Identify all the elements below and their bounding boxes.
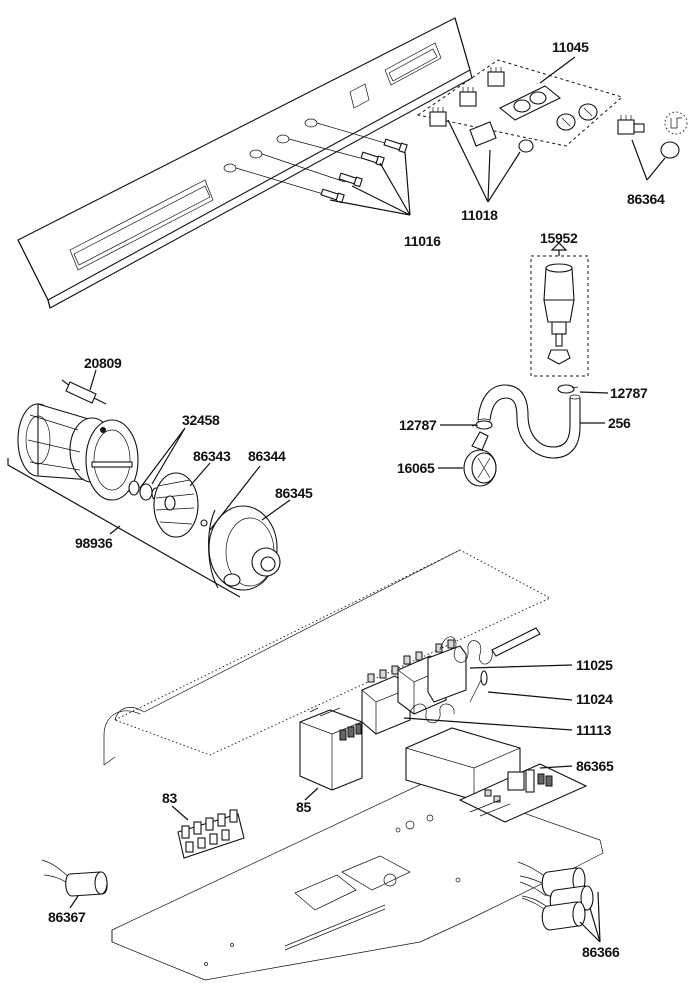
label-86365: 86365 bbox=[576, 758, 614, 774]
contactor-85 bbox=[299, 707, 363, 791]
hose-256 bbox=[477, 384, 581, 459]
pcb-86365 bbox=[405, 727, 588, 823]
leader-86365 bbox=[539, 765, 573, 769]
electrical-cover bbox=[103, 549, 552, 766]
leader-11016 bbox=[329, 151, 411, 216]
leader-11113 bbox=[403, 717, 573, 731]
label-11016: 11016 bbox=[404, 233, 441, 249]
label-256: 256 bbox=[608, 415, 631, 431]
leader-20809 bbox=[89, 369, 97, 391]
label-12787-left: 12787 bbox=[399, 417, 437, 433]
label-85: 85 bbox=[296, 799, 311, 815]
leader-11025 bbox=[469, 664, 573, 669]
leader-32458 bbox=[139, 427, 186, 489]
label-86344: 86344 bbox=[248, 448, 286, 464]
leader-11018 bbox=[447, 119, 521, 203]
label-98936: 98936 bbox=[75, 535, 113, 551]
pressure-switch-16065 bbox=[463, 431, 497, 487]
label-15952: 15952 bbox=[540, 230, 578, 246]
element-20809 bbox=[61, 379, 107, 405]
component-86367 bbox=[41, 859, 108, 897]
indicator-lamps-11016 bbox=[320, 138, 408, 204]
bracket-98936 bbox=[7, 458, 241, 598]
leader-98936 bbox=[109, 525, 121, 535]
relay-11025 bbox=[427, 639, 467, 703]
label-11045: 11045 bbox=[552, 39, 589, 55]
label-86343: 86343 bbox=[193, 448, 231, 464]
sensor-assembly-15952 bbox=[530, 242, 589, 377]
switch-86364 bbox=[617, 111, 688, 159]
base-plate bbox=[111, 779, 604, 981]
clamp-12787-top bbox=[557, 384, 579, 394]
label-86367: 86367 bbox=[48, 909, 86, 925]
leader-86344 bbox=[209, 465, 261, 531]
capacitors-86366 bbox=[517, 861, 594, 931]
label-11113: 11113 bbox=[576, 722, 612, 738]
label-86366: 86366 bbox=[582, 944, 620, 960]
label-11025: 11025 bbox=[576, 657, 613, 673]
label-11018: 11018 bbox=[461, 207, 498, 223]
leader-86343 bbox=[189, 462, 211, 487]
leader-83 bbox=[171, 805, 189, 821]
label-86364: 86364 bbox=[627, 191, 665, 207]
label-12787-right: 12787 bbox=[610, 385, 648, 401]
label-86345: 86345 bbox=[275, 485, 313, 501]
leader-12787-top bbox=[579, 391, 609, 394]
label-83: 83 bbox=[162, 790, 177, 806]
leader-86367 bbox=[69, 895, 79, 909]
control-panel bbox=[17, 17, 473, 309]
label-32458: 32458 bbox=[182, 412, 220, 428]
leader-85 bbox=[304, 787, 319, 801]
terminal-strip-83 bbox=[177, 809, 245, 859]
probe-wire bbox=[409, 627, 541, 724]
leader-86345 bbox=[261, 499, 291, 521]
leader-86364 bbox=[631, 139, 666, 181]
switch-assembly-11045 bbox=[416, 59, 624, 153]
leader-11045 bbox=[539, 56, 576, 84]
pump-assembly bbox=[17, 403, 281, 591]
label-20809: 20809 bbox=[84, 355, 122, 371]
label-11024: 11024 bbox=[576, 691, 613, 707]
label-16065: 16065 bbox=[397, 460, 435, 476]
leader-11024 bbox=[487, 691, 573, 701]
leader-86366 bbox=[579, 891, 601, 943]
